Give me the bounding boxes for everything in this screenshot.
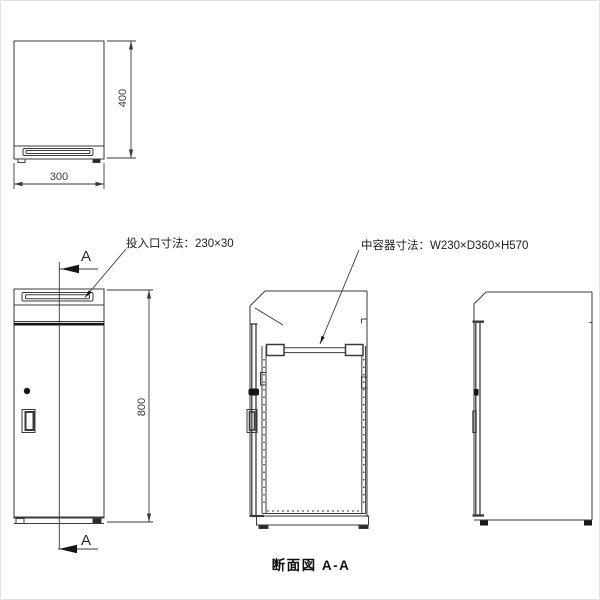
drawing-caption: 断面図 A-A — [271, 558, 351, 573]
section-deflector — [254, 307, 284, 326]
dimension-400 — [107, 40, 136, 159]
section-cut-line — [58, 262, 98, 554]
side-foot-right — [584, 520, 592, 526]
inner-container — [260, 343, 368, 514]
section-marker-a-bottom: A — [81, 532, 92, 549]
front-view-handle — [21, 409, 36, 433]
top-view — [13, 40, 105, 163]
section-foot-right — [358, 524, 369, 529]
top-view-foot-left — [17, 158, 26, 163]
side-foot-left — [480, 520, 488, 526]
front-view-foot-left — [15, 518, 25, 524]
dim-text-width: 300 — [49, 171, 69, 183]
top-view-slot — [22, 148, 94, 156]
top-view-foot-right — [92, 158, 101, 163]
dim-text-height: 800 — [136, 397, 148, 417]
dim-text-depth: 400 — [117, 88, 129, 108]
front-view-slot — [21, 292, 94, 302]
leader-arrow-icon — [85, 290, 92, 298]
section-marker-a-top: A — [81, 248, 92, 265]
section-view — [246, 290, 369, 529]
callout-slot-size: 投入口寸法：230×30 — [126, 238, 234, 250]
side-view-lock — [474, 389, 479, 396]
section-arrow-icon — [59, 544, 77, 554]
section-view-base — [256, 515, 369, 526]
dim-arrow-icon — [128, 149, 134, 158]
side-view-handle — [472, 410, 477, 433]
container-latch-right — [361, 376, 368, 389]
dimension-300 — [13, 163, 105, 189]
section-foot-left — [258, 524, 269, 529]
callout-leaders — [84, 248, 360, 345]
rail-end-cap-left — [265, 343, 285, 357]
top-view-body — [13, 40, 105, 160]
callout-inner-container-size: 中容器寸法：W230×D360×H570 — [361, 240, 529, 252]
dimension-800 — [107, 289, 153, 523]
leader-arrow-icon — [320, 335, 325, 344]
dim-arrow-icon — [95, 181, 104, 187]
dim-arrow-icon — [128, 41, 134, 50]
door-lock-icon — [248, 388, 259, 396]
dim-arrow-icon — [14, 181, 23, 187]
container-latch-left — [260, 372, 267, 386]
side-view — [472, 291, 593, 526]
section-arrow-icon — [61, 264, 79, 274]
dim-arrow-icon — [146, 290, 152, 299]
keyhole-icon — [23, 387, 31, 395]
dim-arrow-icon — [146, 513, 152, 522]
section-door-handle — [246, 409, 258, 433]
front-view-foot-right — [92, 518, 102, 524]
rail-end-cap-right — [344, 343, 364, 357]
